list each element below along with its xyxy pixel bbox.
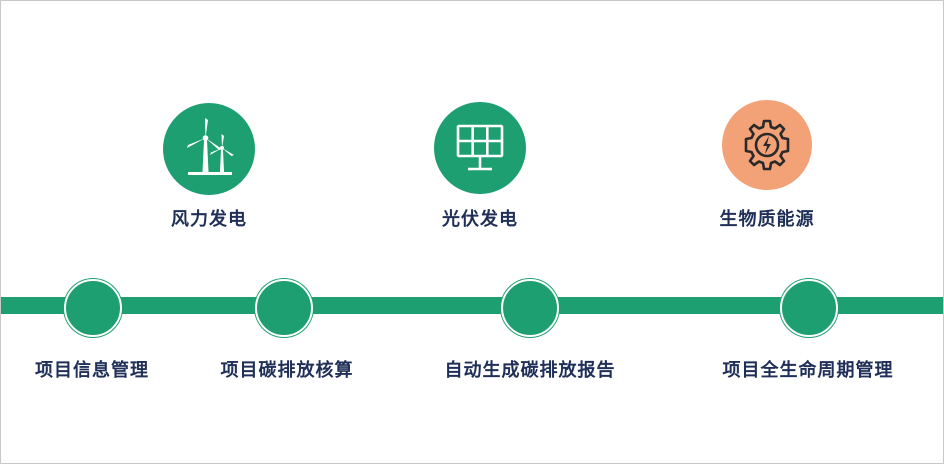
solar-panel-icon [456,124,504,171]
step-label-project-info: 项目信息管理 [35,360,149,381]
biomass-energy-circle [722,100,812,190]
timeline-node-2 [255,279,313,337]
wind-power-label: 风力发电 [171,209,247,230]
step-label-auto-report: 自动生成碳排放报告 [444,360,616,381]
gear-lightning-icon [744,119,790,171]
solar-power-label: 光伏发电 [442,209,518,230]
timeline-bar [1,297,943,314]
step-label-carbon-accounting: 项目碳排放核算 [220,360,354,381]
biomass-energy-label: 生物质能源 [719,209,815,230]
step-label-lifecycle: 项目全生命周期管理 [722,360,894,381]
wind-turbine-icon [187,118,234,175]
solar-power-circle [434,102,526,194]
wind-power-circle [163,103,255,195]
timeline-node-4 [780,279,838,337]
timeline-node-1 [64,279,122,337]
timeline-node-3 [501,279,559,337]
